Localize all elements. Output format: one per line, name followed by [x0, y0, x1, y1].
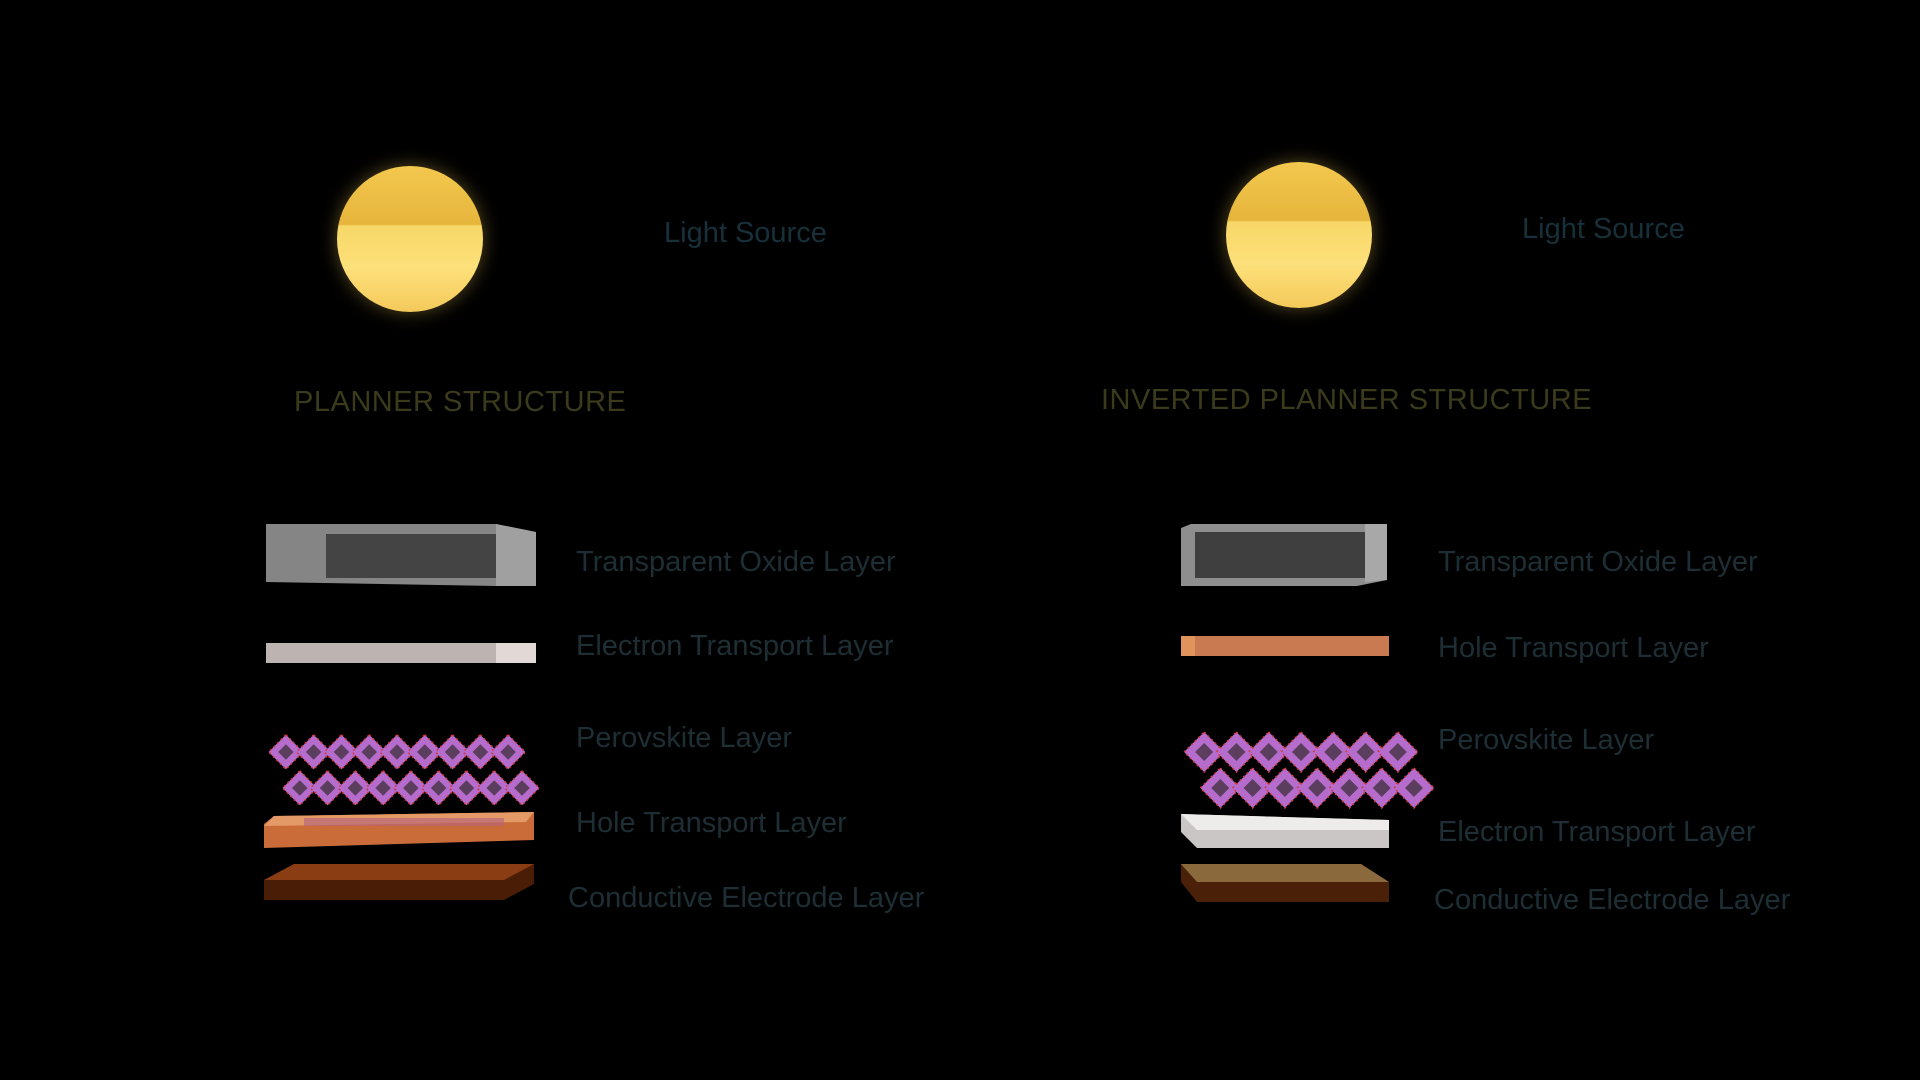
- light-source-sun-icon: [337, 166, 483, 312]
- perovskite-center: [486, 780, 502, 796]
- hole-transport-layer: [264, 810, 538, 852]
- conductive-electrode-layer: [264, 860, 538, 902]
- perovskite-center: [333, 744, 350, 760]
- perovskite-center: [1243, 778, 1262, 798]
- transparent-oxide-layer: [1181, 522, 1391, 588]
- light-source-sun-icon: [1226, 162, 1372, 308]
- perovskite-center: [1372, 778, 1391, 798]
- perovskite-center: [417, 744, 433, 760]
- perovskite-center: [1388, 742, 1407, 762]
- conductive-electrode-layer: [1181, 862, 1393, 906]
- perovskite-center: [1259, 742, 1278, 762]
- perovskite-center: [500, 744, 516, 760]
- perovskite-center: [472, 744, 489, 760]
- perovskite-center: [292, 780, 308, 796]
- layer-label: Conductive Electrode Layer: [1434, 884, 1791, 916]
- perovskite-center: [458, 780, 475, 796]
- perovskite-center: [389, 744, 405, 760]
- electron-transport-layer: [1181, 812, 1393, 852]
- perovskite-center: [430, 780, 447, 796]
- perovskite-center: [305, 744, 322, 760]
- perovskite-center: [1275, 778, 1294, 798]
- perovskite-center: [319, 780, 336, 796]
- hole-transport-layer: [1181, 634, 1391, 660]
- perovskite-center: [403, 780, 419, 796]
- perovskite-center: [1227, 742, 1246, 762]
- perovskite-center: [375, 780, 391, 796]
- perovskite-center: [1211, 778, 1230, 798]
- light-source-label: Light Source: [1522, 213, 1685, 245]
- perovskite-center: [1308, 778, 1327, 798]
- transparent-oxide-layer: [266, 522, 538, 588]
- perovskite-center: [1356, 742, 1375, 762]
- layer-label: Electron Transport Layer: [1438, 816, 1756, 848]
- electron-transport-layer: [266, 641, 538, 665]
- perovskite-center: [347, 780, 364, 796]
- perovskite-center: [1324, 742, 1343, 762]
- layer-label: Perovskite Layer: [1438, 724, 1654, 756]
- perovskite-center: [444, 744, 461, 760]
- structure-title: INVERTED PLANNER STRUCTURE: [1101, 384, 1593, 416]
- layer-label: Transparent Oxide Layer: [1438, 546, 1758, 578]
- perovskite-center: [361, 744, 377, 760]
- layer-label: Hole Transport Layer: [1438, 632, 1709, 664]
- light-source-label: Light Source: [664, 217, 827, 249]
- perovskite-center: [514, 780, 530, 796]
- planner-structure-panel: Light Source PLANNER STRUCTURE Transpare…: [264, 166, 925, 914]
- layer-label: Perovskite Layer: [576, 722, 792, 754]
- perovskite-center: [1340, 778, 1359, 798]
- layer-label: Conductive Electrode Layer: [568, 882, 925, 914]
- perovskite-center: [278, 744, 294, 760]
- inverted-planner-structure-panel: Light Source INVERTED PLANNER STRUCTURE …: [960, 0, 1920, 1080]
- perovskite-layer: [267, 732, 541, 812]
- structure-title: PLANNER STRUCTURE: [294, 386, 627, 418]
- layer-label: Transparent Oxide Layer: [576, 546, 896, 578]
- layer-label: Hole Transport Layer: [576, 807, 847, 839]
- layer-label: Electron Transport Layer: [576, 630, 894, 662]
- perovskite-layer: [1183, 730, 1436, 812]
